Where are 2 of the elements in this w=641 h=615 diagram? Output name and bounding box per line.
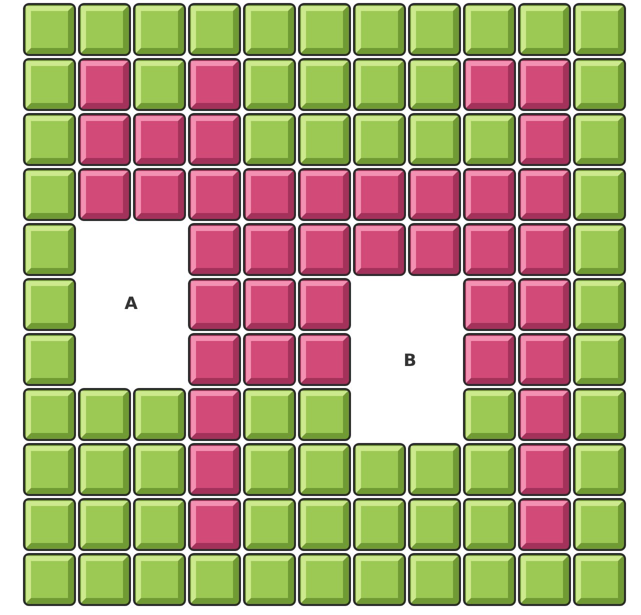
region-label: B [404,351,416,371]
region-label: A [124,294,138,314]
